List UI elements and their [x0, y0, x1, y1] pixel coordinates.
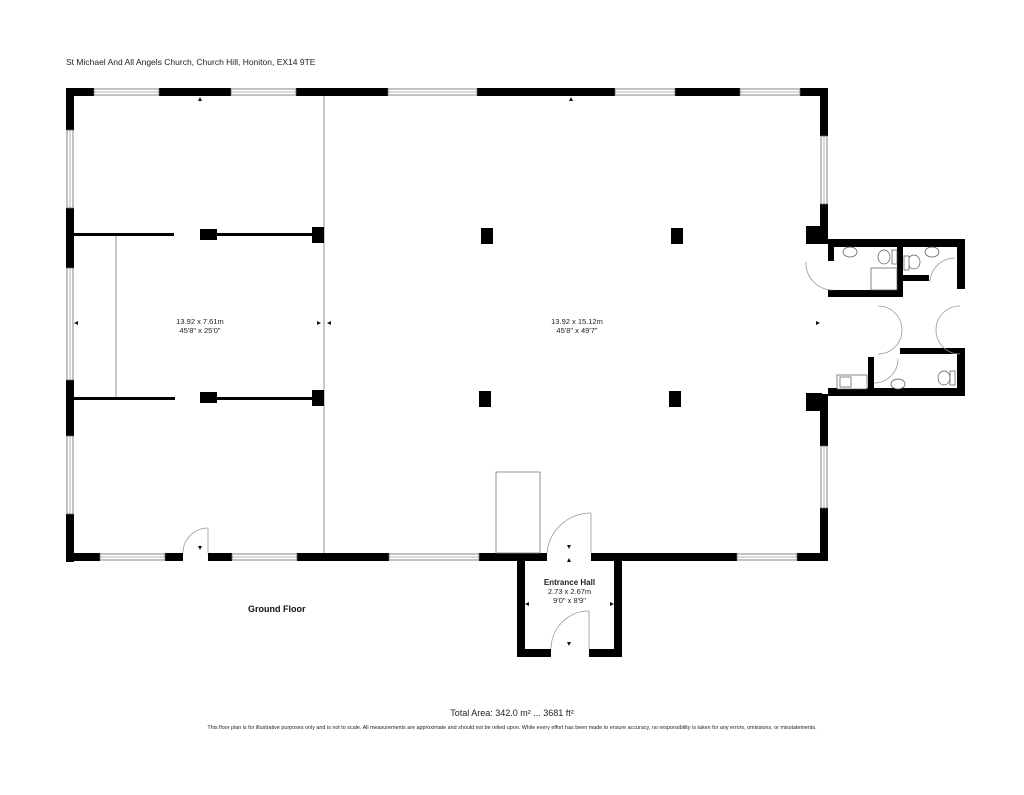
property-address: St Michael And All Angels Church, Church… — [66, 57, 316, 67]
doors — [182, 257, 961, 650]
fixtures — [836, 246, 956, 390]
room-imperial: 9'0" x 8'9" — [553, 596, 586, 605]
room-metric: 2.73 x 2.67m — [547, 587, 592, 596]
floor-title: Ground Floor — [248, 604, 306, 614]
interior-lines — [115, 96, 541, 554]
window-glazing-lines — [69, 91, 825, 558]
total-area: Total Area: 342.0 m² ... 3681 ft² — [450, 708, 574, 718]
room-label-main-hall: 13.92 x 15.12m 45'8" x 49'7" — [527, 317, 627, 335]
exterior-walls — [66, 88, 965, 657]
interior-partitions — [74, 233, 316, 400]
room-label-entrance-hall: Entrance Hall 2.73 x 2.67m 9'0" x 8'9" — [525, 578, 614, 605]
room-metric: 13.92 x 15.12m — [551, 317, 603, 326]
dimension-arrows — [74, 97, 820, 646]
room-name: Entrance Hall — [543, 578, 596, 587]
disclaimer: This floor plan is for illustrative purp… — [207, 725, 817, 731]
columns — [200, 227, 683, 407]
room-metric: 13.92 x 7.61m — [176, 317, 224, 326]
room-imperial: 45'8" x 25'0" — [179, 326, 221, 335]
room-imperial: 45'8" x 49'7" — [556, 326, 598, 335]
room-label-west-hall: 13.92 x 7.61m 45'8" x 25'0" — [150, 317, 250, 335]
